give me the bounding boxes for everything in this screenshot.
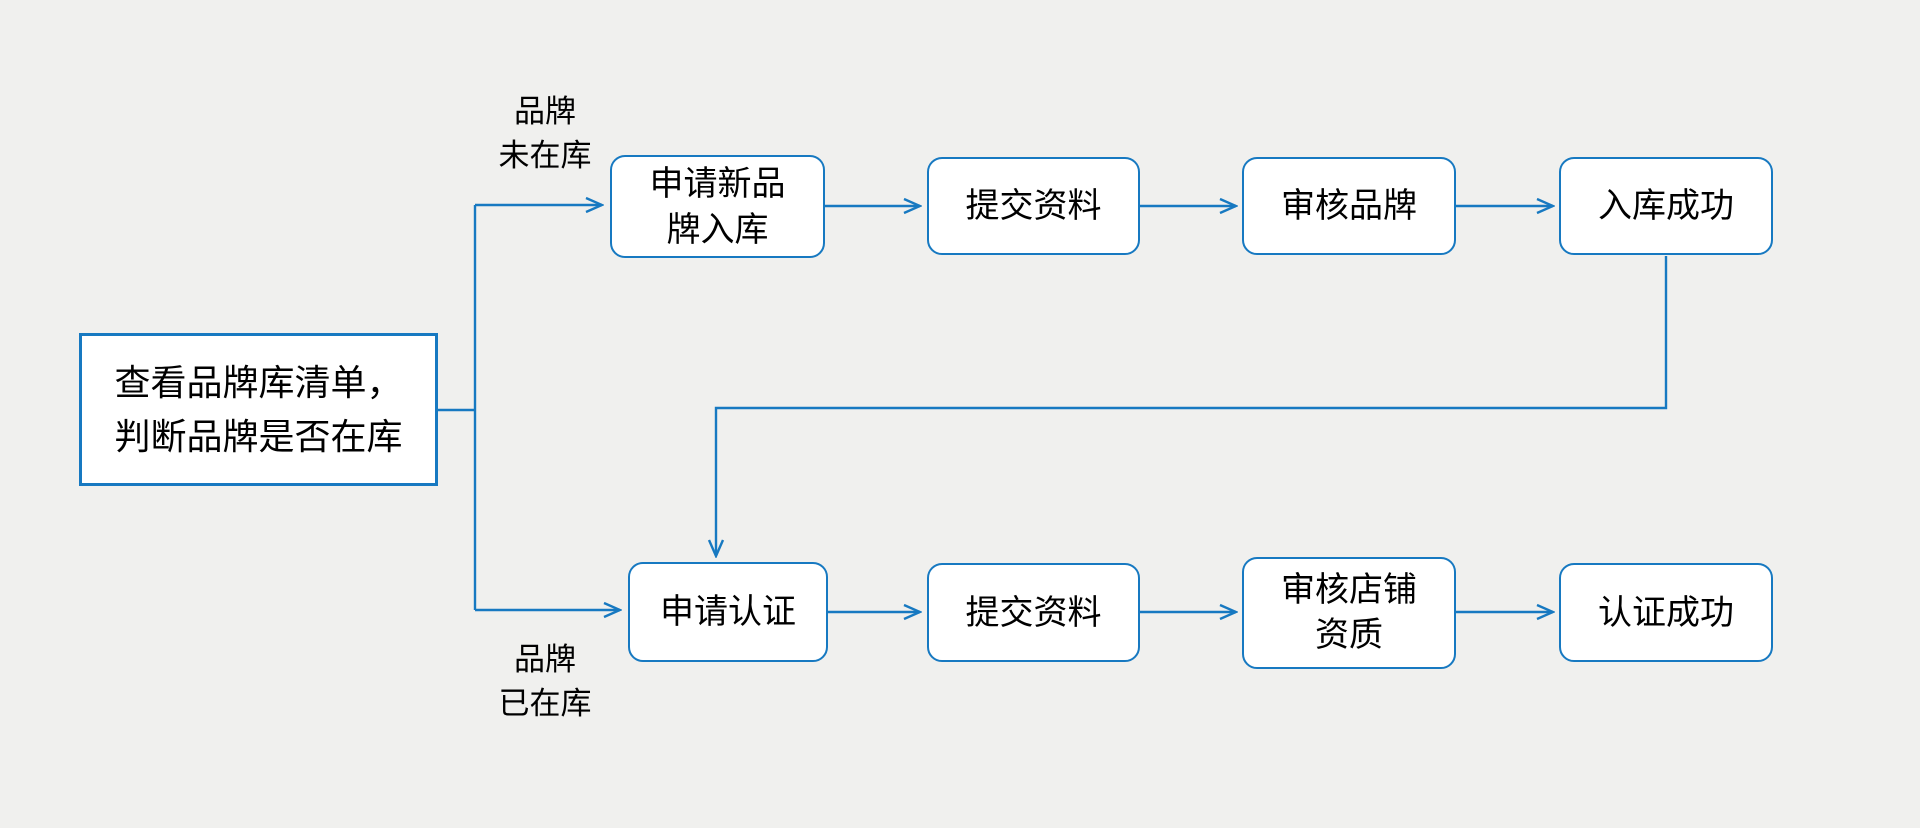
node-label: 判断品牌是否在库 bbox=[114, 415, 403, 457]
node-label: 牌入库 bbox=[666, 210, 769, 249]
node-label: 审核店铺 bbox=[1281, 571, 1417, 609]
node-submit-materials-bottom: 提交资料 bbox=[927, 563, 1140, 662]
branch-label-line: 已在库 bbox=[498, 686, 592, 721]
node-label: 提交资料 bbox=[965, 593, 1102, 632]
edge-storage-success-to-apply-certification bbox=[716, 256, 1668, 556]
node-label: 入库成功 bbox=[1598, 187, 1734, 225]
node-storage-success: 入库成功 bbox=[1559, 157, 1773, 255]
node-label: 申请认证 bbox=[660, 593, 796, 631]
branch-label-brand-in-library: 品牌 已在库 bbox=[445, 638, 645, 726]
node-label: 查看品牌库清单， bbox=[114, 361, 403, 403]
node-label: 申请新品 bbox=[649, 164, 786, 203]
node-apply-certification: 申请认证 bbox=[628, 562, 828, 662]
branch-label-line: 品牌 bbox=[514, 94, 576, 129]
node-label: 审核品牌 bbox=[1281, 187, 1417, 225]
branch-label-line: 品牌 bbox=[514, 642, 576, 677]
node-apply-new-brand: 申请新品 牌入库 bbox=[610, 155, 825, 258]
node-review-shop-qualification: 审核店铺 资质 bbox=[1242, 557, 1456, 669]
node-label: 认证成功 bbox=[1598, 593, 1734, 632]
branch-label-brand-not-in-library: 品牌 未在库 bbox=[445, 90, 645, 178]
node-review-brand: 审核品牌 bbox=[1242, 157, 1456, 255]
node-label: 资质 bbox=[1315, 616, 1383, 654]
node-certification-success: 认证成功 bbox=[1559, 563, 1773, 662]
branch-label-line: 未在库 bbox=[498, 138, 592, 173]
node-submit-materials-top: 提交资料 bbox=[927, 157, 1140, 255]
node-check-brand-library: 查看品牌库清单， 判断品牌是否在库 bbox=[79, 333, 438, 486]
node-label: 提交资料 bbox=[965, 187, 1102, 225]
